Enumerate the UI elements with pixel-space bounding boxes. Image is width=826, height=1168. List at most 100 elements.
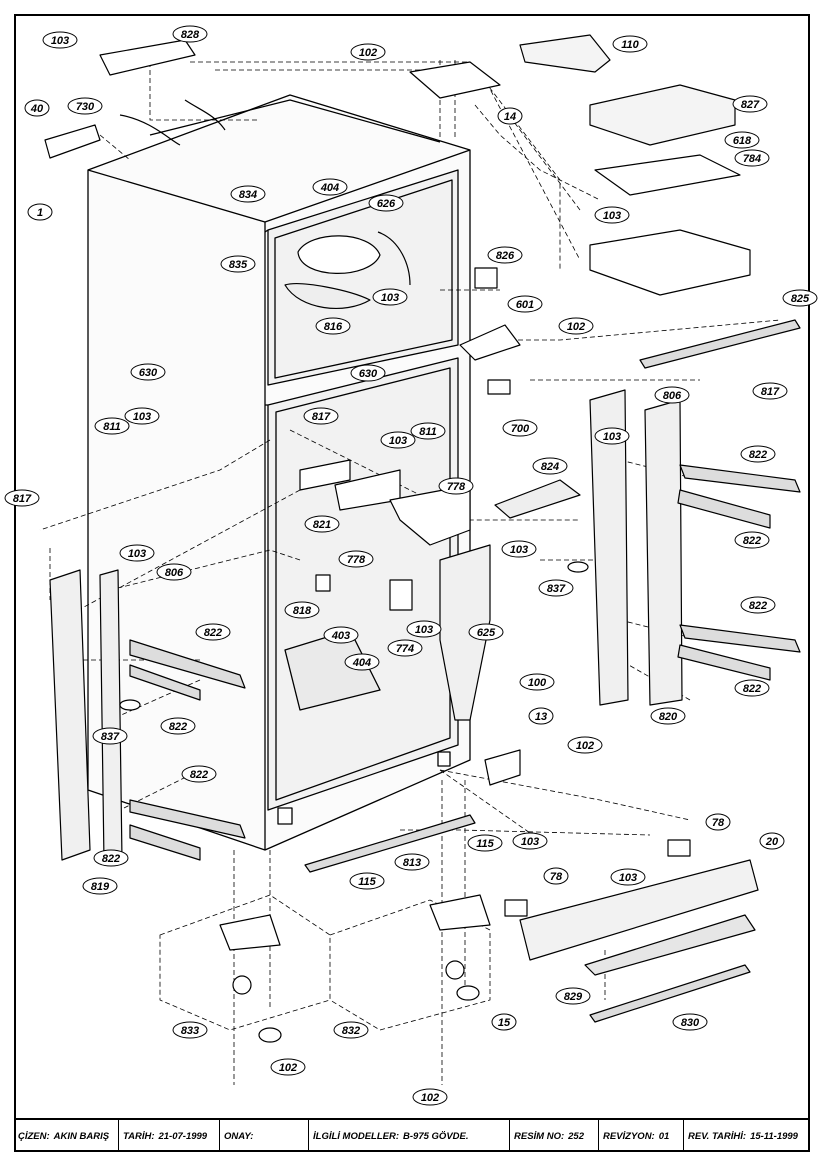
part-label-bubble — [4, 489, 40, 507]
part-label-806: 806 — [156, 563, 192, 581]
part-label-103: 103 — [594, 206, 630, 224]
part-label-text: 822 — [102, 853, 120, 865]
part-label-103: 103 — [380, 431, 416, 449]
part-label-text: 821 — [313, 519, 331, 531]
part-label-bubble — [497, 107, 523, 125]
part-label-text: 630 — [359, 368, 378, 380]
part-837-right — [567, 561, 589, 573]
part-824-shelf — [494, 479, 581, 519]
part-label-bubble — [705, 813, 731, 831]
part-label-bubble — [230, 185, 266, 203]
part-label-text: 830 — [681, 1017, 700, 1029]
part-110-cover — [519, 34, 611, 73]
part-14-hinge — [409, 61, 501, 99]
part-label-bubble — [94, 417, 130, 435]
part-label-bubble — [502, 419, 538, 437]
part-label-103: 103 — [372, 288, 408, 306]
part-label-bubble — [468, 623, 504, 641]
approval-key: ONAY: — [224, 1130, 254, 1142]
part-label-bubble — [732, 95, 768, 113]
part-label-1: 1 — [27, 203, 53, 221]
part-601-hinge — [459, 324, 521, 361]
part-label-828: 828 — [172, 25, 208, 43]
part-label-text: 837 — [101, 731, 120, 743]
part-label-text: 103 — [415, 624, 433, 636]
revision-cell: REVİZYON:01 — [599, 1120, 684, 1152]
part-label-text: 103 — [128, 548, 146, 560]
part-label-text: 822 — [169, 721, 187, 733]
part-label-text: 806 — [165, 567, 184, 579]
part-label-834: 834 — [230, 185, 266, 203]
part-label-bubble — [501, 540, 537, 558]
part-label-110: 110 — [612, 35, 648, 53]
part-822-left-a — [129, 639, 246, 689]
part-label-text: 778 — [347, 554, 366, 566]
part-label-103: 103 — [512, 832, 548, 850]
part-label-bubble — [406, 620, 442, 638]
part-label-bubble — [724, 131, 760, 149]
approval-cell: ONAY: — [220, 1120, 309, 1152]
part-label-bubble — [387, 639, 423, 657]
part-label-bubble — [734, 531, 770, 549]
part-label-text: 102 — [567, 321, 585, 333]
part-label-text: 825 — [791, 293, 810, 305]
part-label-bubble — [172, 1021, 208, 1039]
part-819-door-right — [99, 569, 123, 863]
drawing-no-cell: RESİM NO:252 — [510, 1120, 599, 1152]
part-label-text: 822 — [749, 600, 767, 612]
part-label-bubble — [467, 834, 503, 852]
part-label-text: 618 — [733, 135, 752, 147]
part-label-bubble — [650, 707, 686, 725]
part-label-text: 14 — [504, 111, 516, 123]
part-label-text: 102 — [421, 1092, 439, 1104]
part-829-grille — [584, 914, 756, 976]
part-label-102: 102 — [350, 43, 386, 61]
part-label-text: 822 — [743, 683, 761, 695]
part-label-625: 625 — [468, 623, 504, 641]
part-label-bubble — [156, 563, 192, 581]
part-label-bubble — [338, 550, 374, 568]
part-label-text: 835 — [229, 259, 248, 271]
part-label-825: 825 — [782, 289, 818, 307]
part-label-837: 837 — [92, 727, 128, 745]
part-label-630: 630 — [350, 364, 386, 382]
part-electric-box — [589, 229, 751, 296]
part-label-text: 818 — [293, 605, 312, 617]
part-label-text: 834 — [239, 189, 257, 201]
part-label-text: 625 — [477, 627, 496, 639]
part-label-bubble — [344, 653, 380, 671]
part-label-text: 103 — [389, 435, 407, 447]
part-label-bubble — [380, 431, 416, 449]
drawn-by-key: ÇİZEN: — [18, 1130, 50, 1142]
part-label-text: 102 — [576, 740, 594, 752]
part-784-pcb — [594, 154, 741, 196]
drawing-no-value: 252 — [568, 1130, 584, 1142]
part-label-text: 103 — [603, 431, 621, 443]
part-label-bubble — [654, 386, 690, 404]
part-label-bubble — [67, 97, 103, 115]
part-label-bubble — [491, 1013, 517, 1031]
part-label-text: 730 — [76, 101, 95, 113]
part-label-103: 103 — [406, 620, 442, 638]
part-label-bubble — [220, 255, 256, 273]
rev-date-cell: REV. TARİHİ:15-11-1999 — [684, 1120, 810, 1152]
part-label-text: 103 — [603, 210, 621, 222]
part-label-816: 816 — [315, 317, 351, 335]
part-label-819: 819 — [82, 877, 118, 895]
part-label-text: 829 — [564, 991, 583, 1003]
part-label-778: 778 — [438, 477, 474, 495]
part-832-hinge — [429, 894, 491, 931]
part-label-bubble — [734, 149, 770, 167]
part-label-78: 78 — [705, 813, 731, 831]
part-label-bubble — [349, 872, 385, 890]
part-label-822: 822 — [181, 765, 217, 783]
part-label-text: 110 — [621, 39, 639, 51]
part-label-text: 102 — [359, 47, 377, 59]
part-822-left-d — [129, 824, 201, 861]
part-label-bubble — [507, 295, 543, 313]
part-label-bubble — [119, 544, 155, 562]
part-833-roller — [232, 975, 252, 995]
part-label-text: 816 — [324, 321, 343, 333]
part-label-817: 817 — [4, 489, 40, 507]
part-label-text: 822 — [749, 449, 767, 461]
